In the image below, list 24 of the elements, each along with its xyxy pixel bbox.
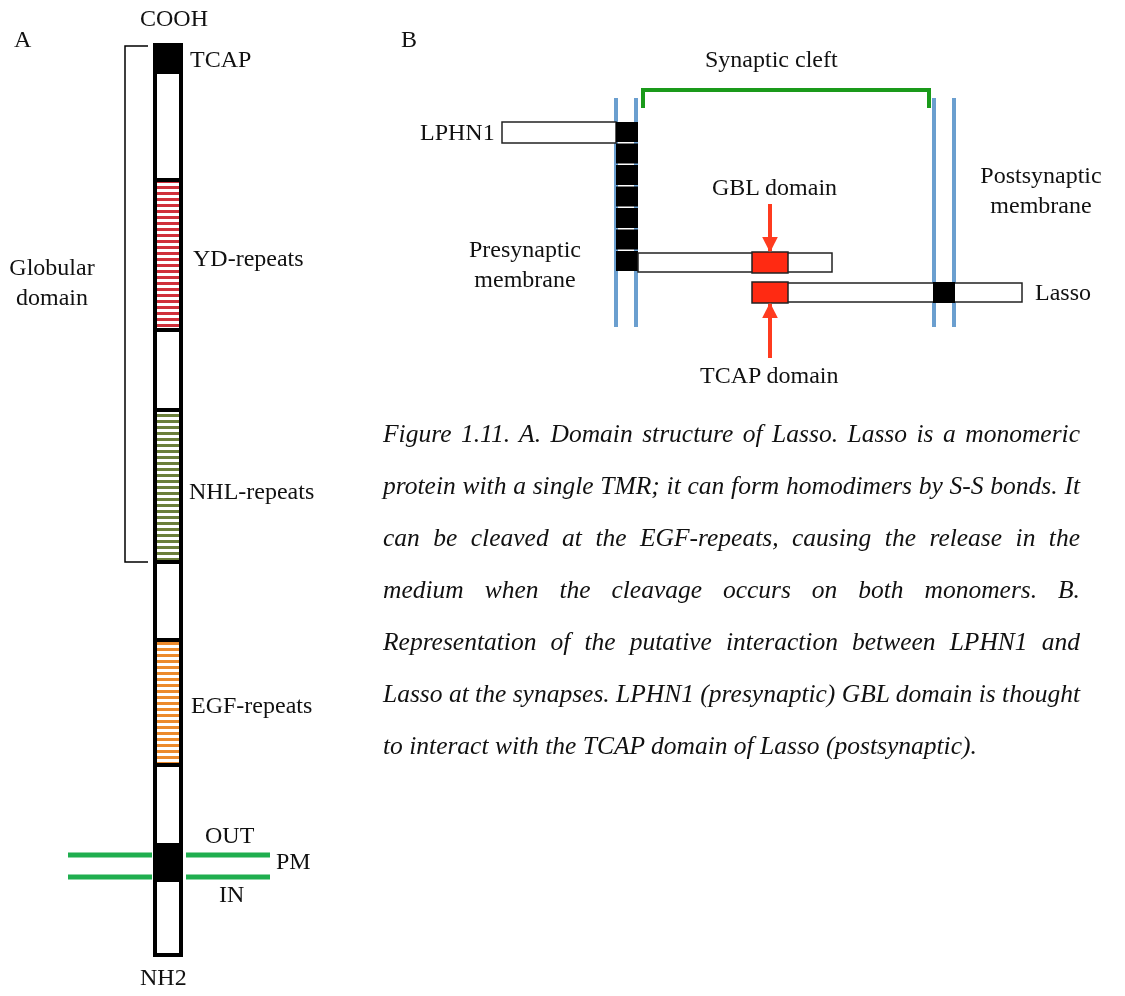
- arrow: [762, 302, 778, 358]
- membrane-label: Postsynaptic membrane: [979, 161, 1103, 220]
- panel-letter: A: [14, 25, 32, 54]
- domain-block: [751, 251, 789, 274]
- arrow: [762, 204, 778, 253]
- membrane-label: PM: [276, 847, 311, 876]
- terminus-label: NH2: [140, 963, 187, 992]
- figure-caption: Figure 1.11. A. Domain structure of Lasso. Lasso is a monomeric protein with a single TMR; it can form homodimers by S-S bonds. It can be cleaved at the EGF-repeats, causing the release in the medium when the cleavage occurs on both monomers. B. Representation of the putative interaction between LPHN1 and Lasso at the synapses. LPHN1 (presynaptic) GBL domain is thought to interact with the TCAP domain of Lasso (postsynaptic).: [383, 418, 1080, 762]
- domain-label: EGF-repeats: [191, 691, 313, 720]
- terminus-label: COOH: [140, 4, 208, 33]
- side-label: IN: [219, 880, 245, 909]
- domain-label: TCAP domain: [700, 360, 839, 390]
- panel-letter: B: [401, 25, 417, 54]
- region-label: Synaptic cleft: [705, 45, 838, 74]
- domain-label: NHL-repeats: [189, 477, 315, 506]
- domain-label: GBL domain: [712, 172, 838, 202]
- domain-label: YD-repeats: [193, 244, 304, 273]
- protein-label: LPHN1: [420, 118, 495, 147]
- side-label: OUT: [205, 821, 255, 850]
- protein-label: Lasso: [1035, 278, 1091, 307]
- domain-label: TCAP: [190, 45, 252, 74]
- domain-block: [751, 281, 789, 304]
- membrane-label: Presynaptic membrane: [468, 235, 582, 294]
- region-label: Globular domain: [8, 253, 96, 312]
